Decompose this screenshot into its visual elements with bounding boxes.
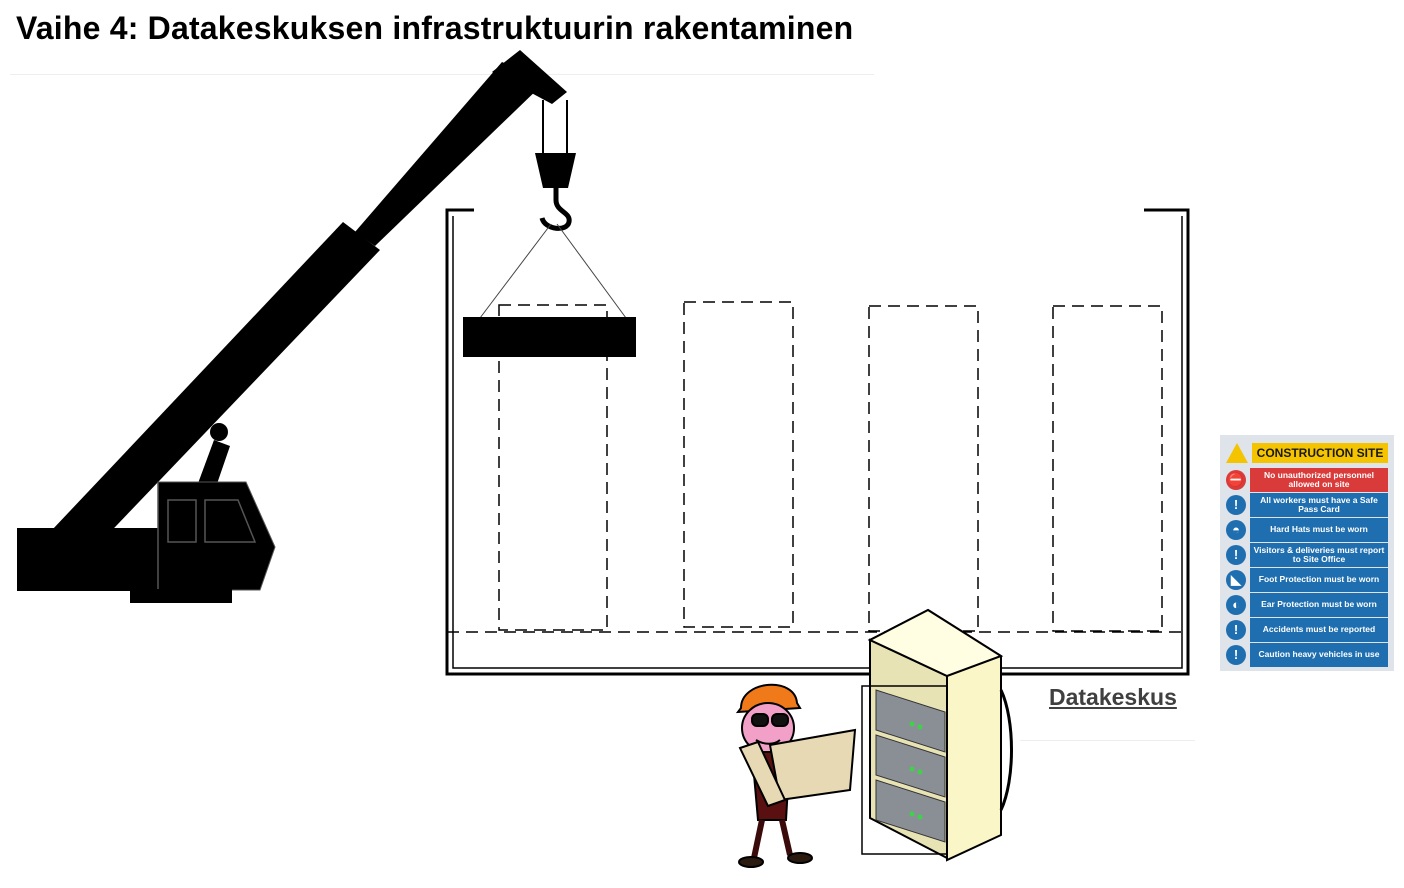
building-outline bbox=[445, 208, 1190, 676]
sign-rule: !Caution heavy vehicles in use bbox=[1226, 643, 1388, 667]
exclamation-icon: ! bbox=[1226, 494, 1246, 515]
sign-rule: !Accidents must be reported bbox=[1226, 618, 1388, 642]
warning-icon bbox=[1226, 443, 1248, 463]
exclamation-icon: ! bbox=[1226, 544, 1246, 565]
page-title: Vaihe 4: Datakeskuksen infrastruktuurin … bbox=[16, 10, 854, 46]
sign-rule-text: Hard Hats must be worn bbox=[1250, 518, 1388, 542]
rack-placeholders bbox=[498, 301, 1163, 632]
sign-rule: !All workers must have a Safe Pass Card bbox=[1226, 493, 1388, 517]
boot-icon: ◣ bbox=[1226, 569, 1246, 590]
sign-rule: ⛔No unauthorized personnel allowed on si… bbox=[1226, 468, 1388, 492]
exclamation-icon: ! bbox=[1226, 619, 1246, 640]
sign-rule-text: All workers must have a Safe Pass Card bbox=[1250, 493, 1388, 517]
sign-rule-text: Caution heavy vehicles in use bbox=[1250, 643, 1388, 667]
datacenter-label: Datakeskus bbox=[1049, 684, 1177, 710]
sign-rule-text: Ear Protection must be worn bbox=[1250, 593, 1388, 617]
sign-rule-text: Foot Protection must be worn bbox=[1250, 568, 1388, 592]
title-divider bbox=[10, 74, 874, 75]
sign-rule-text: Visitors & deliveries must report to Sit… bbox=[1250, 543, 1388, 567]
sign-rule: !Visitors & deliveries must report to Si… bbox=[1226, 543, 1388, 567]
sign-header: CONSTRUCTION SITE bbox=[1226, 440, 1388, 466]
label-divider bbox=[1020, 740, 1195, 741]
sign-rule: ◣Foot Protection must be worn bbox=[1226, 568, 1388, 592]
engineer-character-icon bbox=[735, 683, 857, 868]
sign-title: CONSTRUCTION SITE bbox=[1252, 443, 1388, 463]
ear-protection-icon: ◐ bbox=[1226, 594, 1246, 615]
hard-hat-icon: ◓ bbox=[1226, 519, 1246, 540]
construction-site-sign: CONSTRUCTION SITE ⛔No unauthorized perso… bbox=[1220, 435, 1394, 671]
crane-icon bbox=[17, 50, 636, 603]
no-entry-icon: ⛔ bbox=[1226, 469, 1246, 490]
sign-rule: ◓Hard Hats must be worn bbox=[1226, 518, 1388, 542]
server-rack-icon bbox=[861, 608, 1013, 862]
sign-rule: ◐Ear Protection must be worn bbox=[1226, 593, 1388, 617]
exclamation-icon: ! bbox=[1226, 644, 1246, 665]
sign-rule-text: No unauthorized personnel allowed on sit… bbox=[1250, 468, 1388, 492]
sign-rule-text: Accidents must be reported bbox=[1250, 618, 1388, 642]
